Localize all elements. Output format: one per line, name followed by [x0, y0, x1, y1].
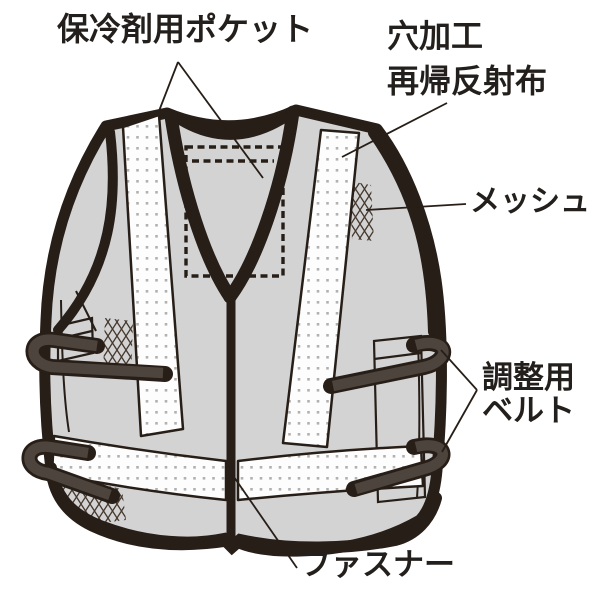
leader-hole-reflective — [341, 102, 448, 158]
right-lower-belt — [346, 437, 451, 497]
cooling-gel-pocket-outline — [184, 145, 285, 278]
label-belt-line2: ベルト — [482, 393, 575, 428]
left-upper-belt — [25, 331, 173, 382]
leader-fastener — [233, 476, 298, 569]
leader-lines — [158, 61, 478, 569]
label-cooling-pocket: 保冷剤用ポケット — [57, 11, 314, 47]
label-belt-line1: 調整用 — [482, 360, 575, 395]
armhole-edges — [53, 127, 438, 337]
label-hole-line2: 再帰反射布 — [387, 63, 548, 99]
right-chest-mesh — [349, 181, 374, 241]
leader-belt-upper — [440, 349, 478, 391]
right-vertical-strip — [281, 128, 361, 449]
leader-cooling-pocket-left — [158, 61, 179, 112]
left-vertical-strip — [121, 113, 185, 438]
label-fastener: ファスナー — [300, 547, 455, 582]
leader-mesh — [365, 203, 467, 211]
hem-band — [45, 462, 442, 556]
label-hole-line1: 穴加工 — [387, 18, 484, 54]
label-hole-reflective: 穴加工 再帰反射布 — [387, 14, 547, 104]
left-lower-belt — [21, 438, 120, 504]
leader-cooling-pocket-right — [177, 61, 264, 179]
label-adjust-belt: 調整用 ベルト — [482, 361, 575, 427]
leader-belt-lower — [441, 389, 478, 453]
label-mesh: メッシュ — [470, 185, 590, 218]
